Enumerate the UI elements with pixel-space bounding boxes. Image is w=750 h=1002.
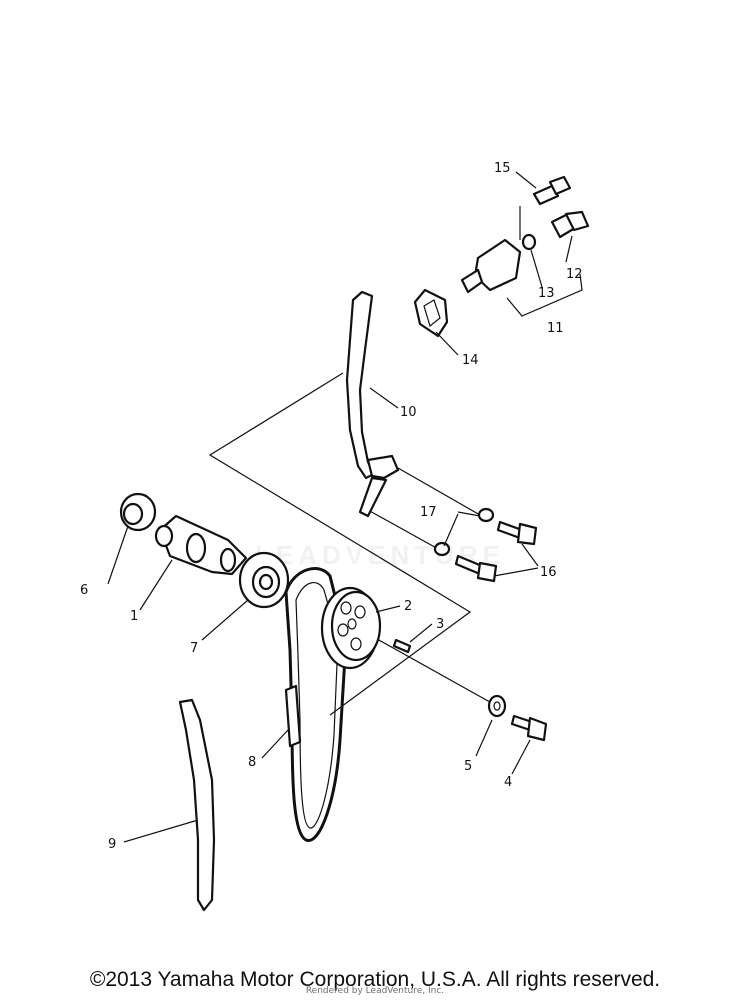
callout-17: 17 <box>420 505 437 520</box>
part-17-washers <box>433 507 495 557</box>
callout-7: 7 <box>190 641 198 656</box>
callout-15: 15 <box>494 161 511 176</box>
part-11-chain-tensioner <box>460 206 522 294</box>
part-5-washer <box>487 694 507 718</box>
part-10-chain-guide <box>345 290 400 518</box>
part-7-bearing <box>238 551 290 609</box>
part-9-lower-chain-guide <box>178 698 216 912</box>
callout-8: 8 <box>248 755 256 770</box>
part-16-bolts <box>454 520 538 583</box>
copyright-footer: ©2013 Yamaha Motor Corporation, U.S.A. A… <box>89 968 661 991</box>
callout-numbers: 15 12 13 11 14 10 17 16 2 3 6 1 7 8 5 4 … <box>80 161 583 852</box>
part-2-cam-sprocket <box>320 586 382 670</box>
callout-4: 4 <box>504 775 512 790</box>
part-14-gasket <box>413 288 449 338</box>
callout-14: 14 <box>462 353 479 368</box>
callout-6: 6 <box>80 583 88 598</box>
part-15-bolt <box>532 175 572 206</box>
callout-2: 2 <box>404 599 412 614</box>
part-8-cam-chain <box>284 567 348 842</box>
callout-10: 10 <box>400 405 417 420</box>
callout-9: 9 <box>108 837 116 852</box>
part-12-cap-bolt <box>550 210 590 239</box>
callout-3: 3 <box>436 617 444 632</box>
part-3-dowel-pin <box>392 638 412 654</box>
part-1-camshaft <box>154 514 248 576</box>
callout-leader-lines <box>107 171 583 843</box>
callout-12: 12 <box>566 267 583 282</box>
callout-11: 11 <box>547 321 564 336</box>
part-6-bearing <box>119 492 157 532</box>
callout-1: 1 <box>130 609 138 624</box>
callout-13: 13 <box>538 286 555 301</box>
callout-5: 5 <box>464 759 472 774</box>
callout-16: 16 <box>540 565 557 580</box>
part-13-gasket <box>521 233 537 251</box>
render-credit: Rendered by LeadVenture, Inc. <box>305 986 445 996</box>
part-4-bolt <box>510 714 548 742</box>
